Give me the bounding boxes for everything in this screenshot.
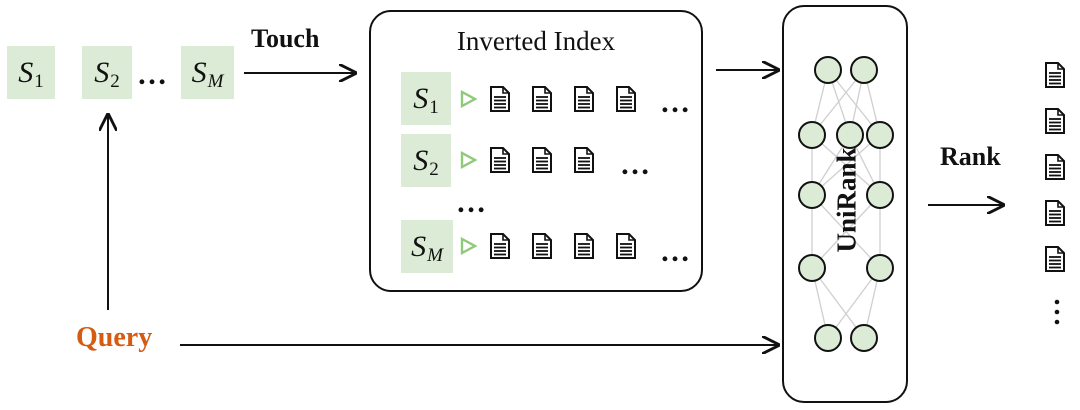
neuron-node-icon	[866, 121, 894, 149]
source-subscript: M	[207, 70, 224, 92]
ranked-list-ellipsis	[1054, 299, 1060, 325]
row2-doc-ellipsis: …	[620, 148, 651, 181]
row1-doc-ellipsis: …	[660, 86, 691, 119]
document-icon	[1045, 154, 1065, 180]
document-icon	[1045, 108, 1065, 134]
neuron-node-icon	[866, 181, 894, 209]
row-symbol: S	[411, 229, 427, 263]
rank-label: Rank	[940, 142, 1001, 171]
source-symbol: S	[94, 55, 110, 89]
document-icon	[616, 233, 636, 259]
network-edge	[827, 267, 881, 339]
document-icon	[1045, 200, 1065, 226]
query-label: Query	[76, 322, 153, 353]
source-symbol: S	[191, 55, 207, 89]
document-icon	[574, 233, 594, 259]
neuron-node-icon	[850, 324, 878, 352]
neuron-node-icon	[798, 254, 826, 282]
row-subscript: 2	[429, 158, 439, 180]
source-symbol: S	[18, 55, 34, 89]
triangle-pointer-icon	[460, 150, 478, 170]
document-icon	[532, 86, 552, 112]
document-icon	[490, 233, 510, 259]
neuron-node-icon	[798, 181, 826, 209]
network-edge	[811, 134, 881, 196]
inverted-index-panel: Inverted Index	[369, 10, 703, 292]
row-subscript: M	[427, 244, 443, 266]
neuron-node-icon	[798, 121, 826, 149]
document-icon	[532, 147, 552, 173]
neuron-node-icon	[814, 324, 842, 352]
touch-label: Touch	[251, 24, 320, 53]
document-icon	[616, 86, 636, 112]
neuron-node-icon	[836, 121, 864, 149]
unirank-model-panel	[782, 5, 908, 403]
row3-doc-ellipsis: …	[660, 235, 691, 268]
row-subscript: 1	[429, 96, 439, 118]
neuron-node-icon	[866, 254, 894, 282]
document-icon	[574, 86, 594, 112]
document-icon	[574, 147, 594, 173]
document-icon	[1045, 62, 1065, 88]
source-subscript: 1	[34, 70, 44, 92]
unirank-label: UniRank	[831, 147, 862, 253]
inverted-index-title: Inverted Index	[456, 26, 616, 56]
document-icon	[1045, 246, 1065, 272]
triangle-pointer-icon	[460, 236, 478, 256]
index-row-ellipsis: …	[456, 186, 487, 219]
row-symbol: S	[413, 143, 429, 177]
document-icon	[490, 86, 510, 112]
document-icon	[532, 233, 552, 259]
network-edge	[811, 267, 865, 339]
network-edge	[811, 194, 881, 269]
row-symbol: S	[413, 81, 429, 115]
neuron-node-icon	[814, 56, 842, 84]
source-subscript: 2	[110, 70, 120, 92]
triangle-pointer-icon	[460, 89, 478, 109]
neuron-node-icon	[850, 56, 878, 84]
document-icon	[490, 147, 510, 173]
source-ellipsis: …	[137, 58, 168, 91]
